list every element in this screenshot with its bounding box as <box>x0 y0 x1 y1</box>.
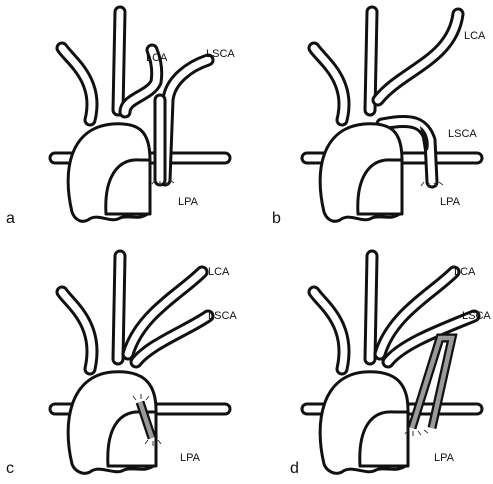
label-lca: LCA <box>464 30 485 42</box>
panel-c-diagram <box>0 244 240 484</box>
label-lsca: LSCA <box>462 310 491 322</box>
label-lca: LCA <box>208 266 229 278</box>
panel-d: LCA LSCA LPA d <box>252 244 492 484</box>
label-lpa: LPA <box>434 452 454 464</box>
label-lsca: LSCA <box>208 310 237 322</box>
label-lpa: LPA <box>440 196 460 208</box>
panel-b: LCA LSCA LPA b <box>252 0 492 240</box>
panel-letter: d <box>290 460 299 478</box>
label-lsca: LSCA <box>448 128 477 140</box>
panel-a-diagram <box>0 0 240 240</box>
label-lca: LCA <box>454 266 475 278</box>
panel-letter: c <box>6 460 14 478</box>
label-lca: LCA <box>146 52 167 64</box>
panel-letter: b <box>272 210 281 228</box>
panel-c: LCA LSCA LPA c <box>0 244 240 484</box>
panel-letter: a <box>6 210 15 228</box>
label-lpa: LPA <box>178 196 198 208</box>
panel-d-diagram <box>252 244 492 484</box>
panel-a: LCA LSCA LPA a <box>0 0 240 240</box>
label-lsca: LSCA <box>206 48 235 60</box>
label-lpa: LPA <box>180 452 200 464</box>
